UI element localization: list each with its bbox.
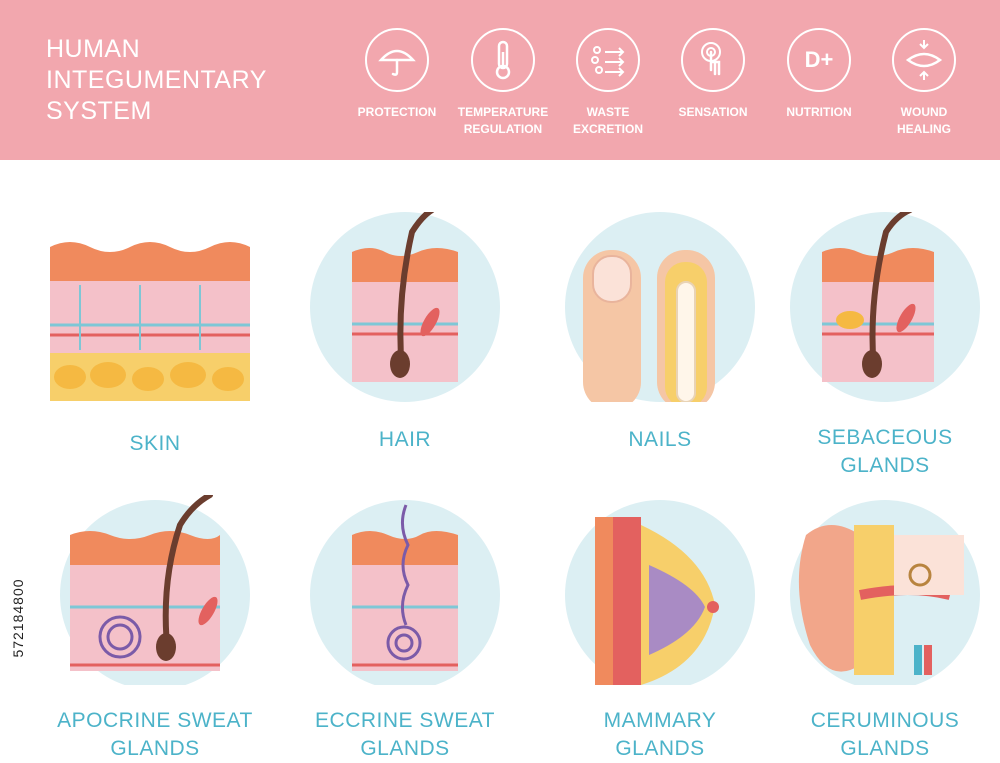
structure-label: ECCRINE SWEAT GLANDS xyxy=(315,709,495,760)
nails-illustration xyxy=(565,212,755,402)
function-protection: PROTECTION xyxy=(342,28,452,121)
header-banner: HUMAN INTEGUMENTARY SYSTEM PROTECTION TE… xyxy=(0,0,1000,160)
title-line: INTEGUMENTARY xyxy=(46,66,267,94)
function-temperature: TEMPERATURE REGULATION xyxy=(448,28,558,138)
apocrine-illustration xyxy=(60,495,250,685)
ear-illustration xyxy=(790,500,980,685)
mammary-illustration xyxy=(565,500,755,685)
function-label: SENSATION xyxy=(678,105,748,119)
structure-eccrine-sweat-glands: ECCRINE SWEAT GLANDS xyxy=(290,495,520,760)
function-sensation: SENSATION xyxy=(658,28,768,121)
touch-icon xyxy=(681,28,745,92)
page-title: HUMAN INTEGUMENTARY SYSTEM xyxy=(46,34,267,127)
structure-label: CERUMINOUS GLANDS xyxy=(810,709,960,760)
function-label: NUTRITION xyxy=(786,105,852,119)
function-label: WOUND HEALING xyxy=(897,105,951,136)
vitamin-d-icon: D+ xyxy=(787,28,851,92)
function-label: PROTECTION xyxy=(357,105,437,119)
thermometer-icon xyxy=(471,28,535,92)
structure-hair: HAIR xyxy=(290,212,520,462)
structure-nails: NAILS xyxy=(545,212,775,462)
eccrine-illustration xyxy=(310,500,500,685)
structure-sebaceous-glands: SEBACEOUS GLANDS xyxy=(770,212,1000,477)
sebaceous-illustration xyxy=(790,212,980,402)
structure-label: SKIN xyxy=(129,432,181,455)
title-line: SYSTEM xyxy=(46,97,152,125)
hair-illustration xyxy=(310,212,500,402)
function-wound-healing: WOUND HEALING xyxy=(869,28,979,138)
function-label: WASTE EXCRETION xyxy=(572,105,643,136)
function-nutrition: D+ NUTRITION xyxy=(764,28,874,121)
wound-healing-icon xyxy=(892,28,956,92)
structure-skin: SKIN xyxy=(40,225,270,475)
structure-label: APOCRINE SWEAT GLANDS xyxy=(57,709,253,760)
title-line: HUMAN xyxy=(46,35,141,63)
structure-label: MAMMARY GLANDS xyxy=(603,709,717,760)
excretion-icon xyxy=(576,28,640,92)
structure-apocrine-sweat-glands: APOCRINE SWEAT GLANDS xyxy=(40,495,270,760)
skin-illustration xyxy=(50,242,250,401)
structure-label: NAILS xyxy=(628,428,692,451)
structure-mammary-glands: MAMMARY GLANDS xyxy=(545,495,775,760)
structure-label: SEBACEOUS GLANDS xyxy=(817,426,953,477)
structure-label: HAIR xyxy=(378,428,432,451)
stock-id: 572184800 xyxy=(8,480,28,762)
umbrella-icon xyxy=(365,28,429,92)
function-label: TEMPERATURE REGULATION xyxy=(457,105,549,136)
structure-ceruminous-glands: CERUMINOUS GLANDS xyxy=(770,495,1000,760)
function-waste-excretion: WASTE EXCRETION xyxy=(553,28,663,138)
vitamin-d-text: D+ xyxy=(804,47,834,72)
stock-id-text: 572184800 xyxy=(10,578,26,658)
